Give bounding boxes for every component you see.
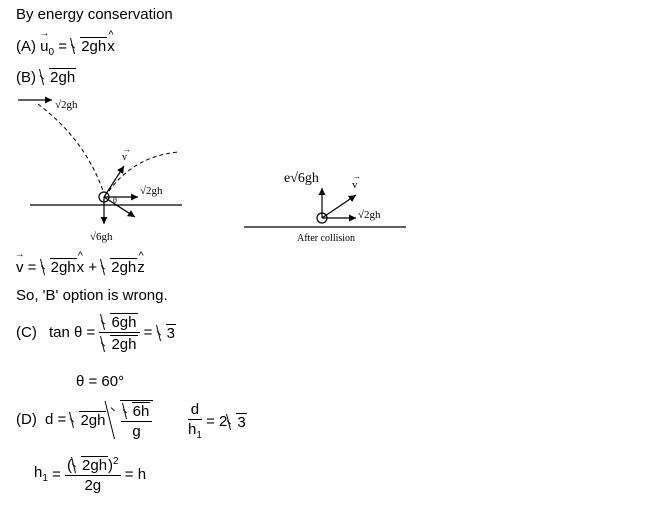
b-wrong-text: So, 'B' option is wrong. [16,287,168,304]
option-b-sqrt: 2gh [40,68,77,85]
vertical-label: √6gh [90,231,113,243]
ratio-den-sub: 1 [196,430,202,441]
v-label: v [122,152,127,163]
c-equals: = [143,324,153,341]
z-hat: z [137,260,145,275]
e-label: e√6gh [284,171,319,186]
after-collision-diagram: e√6gh v → √2gh After collision [244,171,406,244]
theta-result: θ = 60° [76,373,125,390]
c-num-sqrt: 6gh [101,313,138,330]
d-sqrt-frac: 6h g [111,400,154,439]
option-d-line: (D) d = 2gh 6h g [16,400,154,439]
v-label-right: v [352,179,358,191]
h1-sub: 1 [42,473,48,484]
tan-theta: tan θ = [49,324,96,341]
v-arrow-right [321,194,357,219]
d-lhs: d = [45,411,67,428]
v-vector-mark-right: → [352,171,361,181]
after-collision-caption: After collision [297,233,355,244]
d-num-sqrt: 6h [123,402,151,419]
velocity-equals: = [27,259,37,276]
theta-label: θ [113,196,117,205]
option-b-line: (B) 2gh [16,68,77,86]
tan-fraction: 6gh 2gh [99,313,140,352]
plus-sign: + [88,259,98,276]
v-arrow [103,165,125,198]
option-d-label: (D) [16,411,37,428]
trajectory-diagram: √2gh v → √2gh √6gh θ [18,96,182,243]
ratio-den: h [188,421,197,438]
option-c-line: (C) tan θ = 6gh 2gh = 3 [16,313,176,352]
incoming-trajectory [37,103,106,198]
x-hat-2: x [77,260,85,275]
d-ratio-fraction: d h1 [188,402,202,441]
ratio-sqrt: 3 [227,413,247,430]
h1-equation: h1 = (2gh)2 2g = h [34,456,146,493]
u0-subscript: 0 [48,47,55,58]
ratio-equals: = 2 [206,413,228,430]
option-a-equals: = [58,38,68,55]
ratio-num: d [188,402,202,420]
h1-close-paren: ) [108,457,114,474]
h1-rhs: = h [124,466,147,483]
u0-vector: u [40,39,48,54]
h1-open-paren: ( [67,457,73,474]
c-result-sqrt: 3 [157,324,176,341]
option-a-sqrt: 2gh [71,37,108,54]
down-right-arrow [103,196,136,218]
option-b-label: (B) [16,69,36,86]
outgoing-trajectory [104,151,179,198]
option-a-label: (A) [16,38,36,55]
v-vector-mark: → [122,144,131,154]
horizontal-label-right: √2gh [358,209,381,221]
h1-num-sqrt: 2gh [72,456,109,473]
h1-fraction: (2gh)2 2g [65,456,121,493]
d-den: g [132,423,141,440]
incoming-label: √2gh [55,99,78,111]
h1-exponent: 2 [113,456,119,467]
x-hat: x [107,39,115,54]
d-fraction: 6h g [120,402,153,440]
velocity-sqrt-1: 2gh [41,258,77,275]
option-c-label: (C) [16,324,37,341]
c-den-sqrt: 2gh [101,335,138,352]
velocity-sqrt-2: 2gh [101,258,138,275]
horizontal-label: √2gh [140,185,163,197]
v-vector: v [16,260,24,275]
h1-equals: = [52,466,61,483]
h1-lhs: h [34,464,43,481]
h1-den: 2g [84,477,102,494]
d-sqrt-1: 2gh [70,411,107,428]
option-a-line: (A) u0 = 2ghx [16,37,115,58]
velocity-equation: v = 2ghx + 2ghz [16,258,145,275]
intro-text: By energy conservation [16,6,173,23]
